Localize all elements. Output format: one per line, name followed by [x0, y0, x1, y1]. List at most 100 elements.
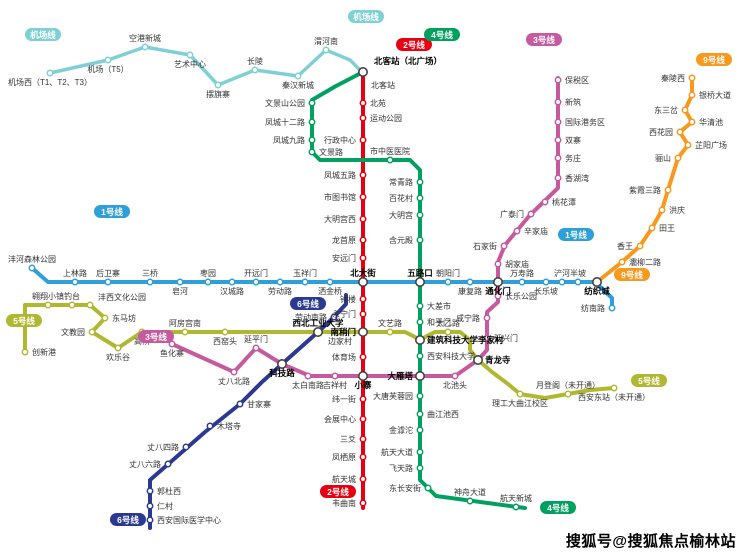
line-badge-label-1号线: 1号线	[101, 207, 123, 217]
station-dot-凤栖原	[359, 453, 367, 461]
station-label-万寿路: 万寿路	[510, 268, 534, 278]
station-dot-安远门	[359, 254, 367, 262]
station-label-永宁门: 永宁门	[332, 309, 356, 319]
station-label-纺南路: 纺南路	[581, 303, 605, 313]
station-dot-大雁塔	[414, 370, 425, 381]
station-dot-三爻	[359, 435, 367, 443]
station-dot-韦曲南	[359, 499, 367, 507]
station-label-凤城五路: 凤城五路	[324, 170, 356, 180]
station-label-市中医医院: 市中医医院	[370, 146, 410, 156]
station-label-咸宁路: 咸宁路	[456, 313, 480, 323]
station-dot-纺织城	[591, 276, 602, 287]
line-badge-label-3号线: 3号线	[145, 332, 167, 342]
station-dot-长乐坡	[542, 278, 550, 286]
station-label-皂河: 皂河	[172, 286, 188, 296]
station-label-神舟大道: 神舟大道	[454, 487, 486, 497]
station-label-建筑科技大学李家村: 建筑科技大学李家村	[426, 335, 504, 345]
station-label-太白南路: 太白南路	[292, 380, 324, 390]
station-dot-会展中心	[359, 415, 367, 423]
station-dot-凤城九路	[308, 136, 316, 144]
line-badge-5号线	[6, 314, 42, 327]
station-dot-田王	[648, 224, 656, 232]
station-dot-创新港	[21, 348, 29, 356]
station-label-石家街: 石家街	[473, 241, 497, 251]
line-badge-label-1号线: 1号线	[565, 230, 587, 240]
station-label-体育场: 体育场	[332, 352, 356, 362]
station-label-百花村: 百花村	[389, 193, 413, 203]
line-line5-path	[23, 303, 616, 400]
station-dot-半坡	[574, 278, 582, 286]
station-dot-永宁门	[359, 310, 367, 318]
station-dot-辛家庙	[513, 227, 521, 235]
line-badge-4号线	[540, 501, 576, 514]
station-label-安远门: 安远门	[332, 253, 356, 263]
station-label-长乐公园: 长乐公园	[505, 291, 537, 301]
station-dot-灞柳二路	[618, 258, 626, 266]
station-dot-鱼化寨	[168, 340, 176, 348]
station-dot-沣西文化公园	[86, 301, 94, 309]
station-label-空港新城: 空港新城	[129, 33, 161, 43]
station-label-长陵: 长陵	[247, 56, 263, 66]
line-badge-label-机场线: 机场线	[30, 30, 56, 40]
station-label-木塔寺: 木塔寺	[217, 421, 241, 431]
station-dot-龙首原	[359, 236, 367, 244]
station-label-沣西文化公园: 沣西文化公园	[98, 292, 146, 302]
station-label-秦汉新城: 秦汉新城	[282, 80, 314, 90]
line-badge-1号线	[94, 205, 130, 218]
station-dot-北池头	[451, 372, 459, 380]
station-label-朝阳门: 朝阳门	[436, 268, 460, 278]
station-dot-紫霞三路	[664, 186, 672, 194]
station-label-丈八北路: 丈八北路	[218, 376, 250, 386]
station-dot-北苑	[359, 99, 367, 107]
station-dot-万寿路	[518, 278, 526, 286]
station-label-行政中心: 行政中心	[324, 135, 356, 145]
station-dot-百花村	[416, 194, 424, 202]
station-dot-航天大道	[416, 448, 424, 456]
station-dot-后卫寨	[104, 278, 112, 286]
station-label-香湖湾: 香湖湾	[565, 173, 589, 183]
station-dot-钓台	[68, 301, 76, 309]
station-dot-仁村	[146, 502, 154, 510]
line-badge-label-2号线: 2号线	[327, 487, 349, 497]
station-dot-纺南路	[608, 304, 616, 312]
station-dot-郭杜西	[146, 487, 154, 495]
station-dot-北客站（北广场）	[357, 67, 368, 78]
line-badge-2号线	[320, 485, 356, 498]
station-label-东三岔: 东三岔	[654, 105, 678, 115]
station-label-新筑: 新筑	[565, 97, 581, 107]
station-dot-市中医医院	[386, 156, 394, 164]
line-jichang-path	[48, 45, 365, 87]
station-label-文景路: 文景路	[319, 147, 343, 157]
station-dot-凤城五路	[359, 171, 367, 179]
station-label-理工大曲江校区: 理工大曲江校区	[492, 398, 548, 408]
station-dot-银桥大道	[688, 91, 696, 99]
station-dot-南稍门	[357, 326, 368, 337]
line-badge-2号线	[396, 38, 432, 51]
station-dot-大明宫西	[359, 215, 367, 223]
station-dot-机场（T5）	[104, 56, 112, 64]
station-label-南稍门: 南稍门	[330, 327, 356, 337]
line-badge-3号线	[138, 330, 174, 343]
line-badge-label-5号线: 5号线	[13, 316, 35, 326]
station-label-洒金桥: 洒金桥	[318, 286, 342, 296]
station-dot-航天城	[359, 475, 367, 483]
station-dot-西花园	[676, 128, 684, 136]
station-dot-皂河	[176, 278, 184, 286]
station-dot-文景山公园	[308, 99, 316, 107]
station-label-大差市: 大差市	[427, 301, 451, 311]
station-dot-边家村	[336, 328, 344, 336]
station-label-香王: 香王	[617, 241, 633, 251]
station-dot-金滹沱	[416, 426, 424, 434]
station-label-摆旗寨: 摆旗寨	[206, 89, 230, 99]
station-dot-钟楼	[359, 295, 367, 303]
line-badge-机场线	[348, 10, 384, 23]
station-label-龙首原: 龙首原	[332, 235, 356, 245]
station-label-上林路: 上林路	[63, 268, 87, 278]
station-label-洪庆: 洪庆	[669, 205, 685, 215]
line-badge-label-9号线: 9号线	[703, 55, 725, 65]
station-dot-西安科技大学	[416, 352, 424, 360]
station-label-钓台: 钓台	[64, 291, 80, 301]
station-label-航天新城: 航天新城	[500, 493, 532, 503]
